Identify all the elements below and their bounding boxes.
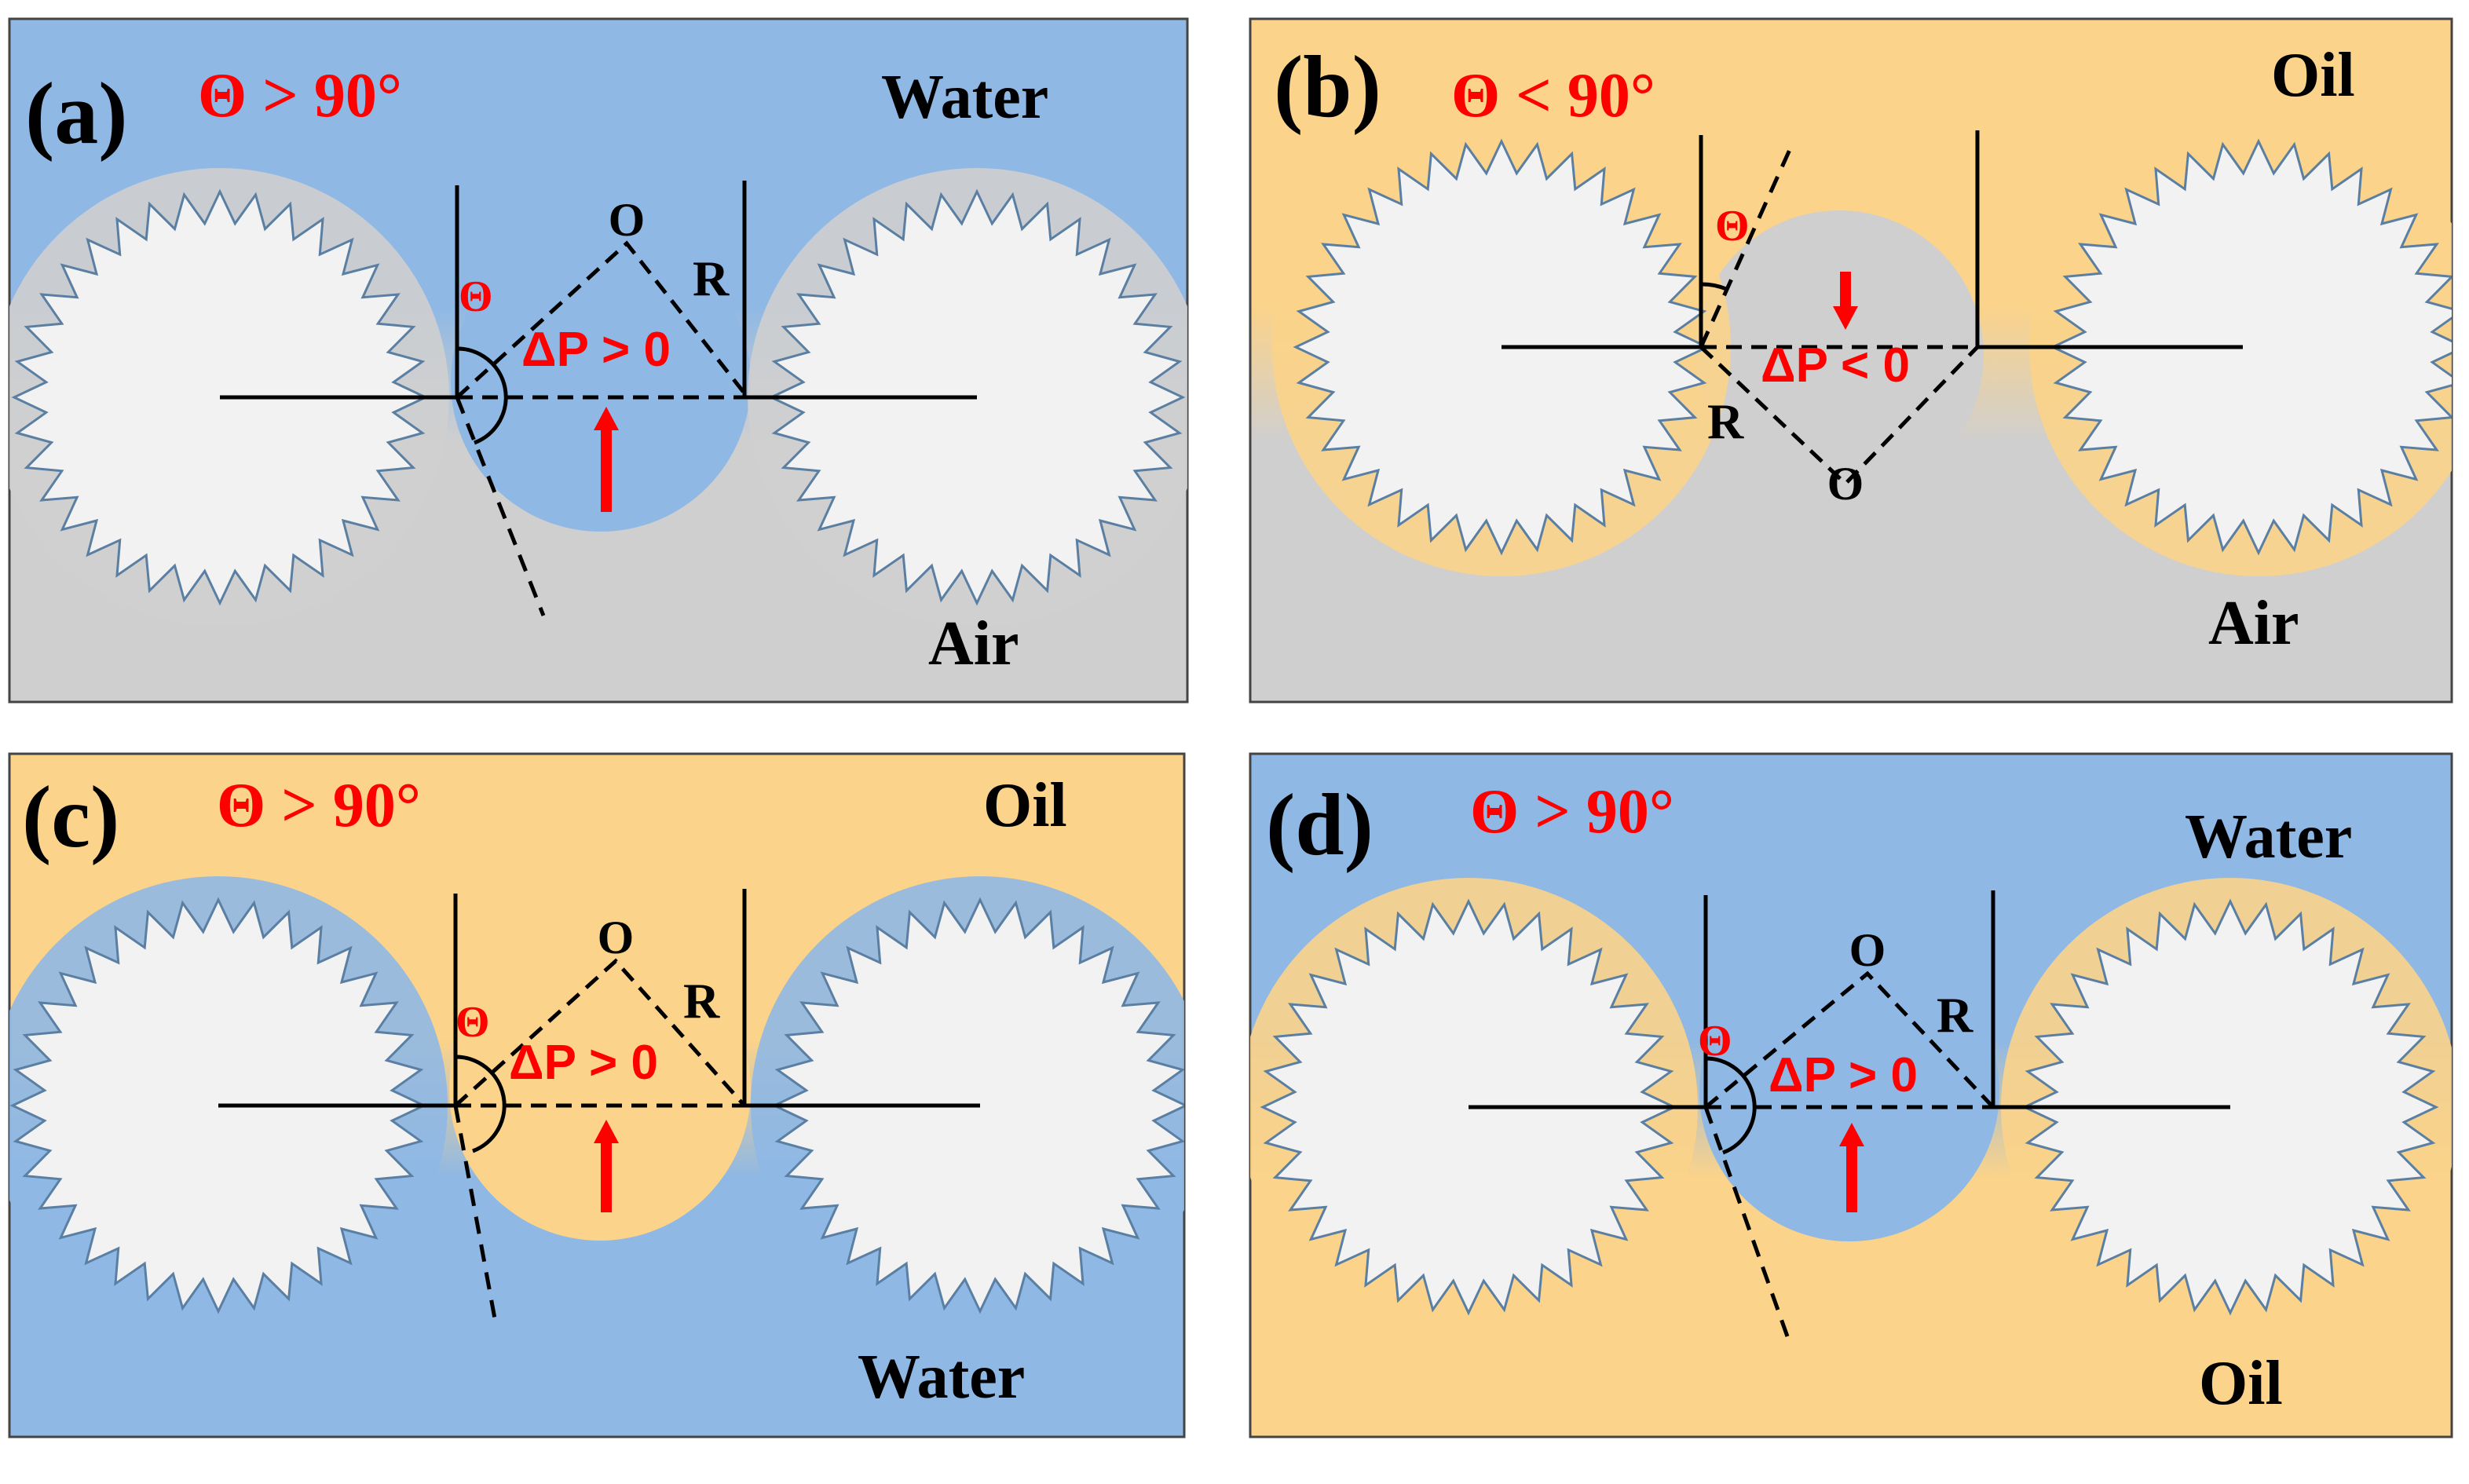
- top-medium-label: Water: [881, 63, 1048, 132]
- bottom-medium-label: Oil: [2199, 1349, 2283, 1418]
- right-particle: [2050, 138, 2452, 556]
- meniscus-droplet: [1699, 941, 1999, 1241]
- circle-center-label: O: [1827, 458, 1864, 510]
- pressure-difference-label: ΔP > 0: [509, 1036, 658, 1090]
- pressure-arrow-head: [594, 407, 619, 430]
- panel-d-scene: [1250, 878, 2452, 1337]
- contact-angle-condition: Θ > 90°: [198, 61, 402, 130]
- radius-label: R: [693, 250, 730, 306]
- circle-center-label: O: [1849, 924, 1886, 976]
- circle-center-label: O: [598, 912, 635, 963]
- pressure-difference-label: ΔP > 0: [1769, 1048, 1918, 1102]
- tangent-line: [1699, 143, 1794, 349]
- theta-label: Θ: [455, 998, 490, 1047]
- contact-angle-condition: Θ > 90°: [1470, 777, 1674, 846]
- radius-triangle: [454, 958, 746, 1107]
- contact-angle-arc: [453, 1055, 507, 1153]
- top-medium-label: Water: [2185, 802, 2352, 872]
- radius-label: R: [1937, 987, 1973, 1043]
- radius-label: R: [683, 973, 720, 1029]
- contact-angle-arc: [455, 346, 508, 445]
- tangent-line: [453, 1105, 499, 1328]
- pressure-arrow-head: [594, 1120, 619, 1143]
- panel-b-scene: [1272, 118, 2452, 576]
- radius-label: R: [1707, 393, 1744, 449]
- radius-triangle: [455, 240, 749, 399]
- radius-triangle: [1704, 970, 1995, 1109]
- theta-label: Θ: [459, 272, 493, 321]
- pressure-difference-label: ΔP > 0: [521, 323, 671, 377]
- meniscus-droplet: [1695, 210, 1984, 499]
- bottom-medium-label: Air: [2208, 589, 2299, 658]
- panel-a-scene: [9, 168, 1187, 627]
- theta-label: Θ: [1715, 202, 1750, 250]
- panel-label: (d): [1266, 777, 1373, 874]
- panel-label: (a): [25, 65, 128, 163]
- panel-c-scene: [9, 876, 1184, 1335]
- pressure-arrow-head: [1833, 306, 1858, 330]
- panel-label: (c): [22, 769, 119, 866]
- contact-angle-condition: Θ > 90°: [217, 771, 421, 840]
- contact-angle-arc: [1703, 1056, 1757, 1155]
- panel-label: (b): [1274, 38, 1381, 136]
- pressure-difference-label: ΔP < 0: [1761, 338, 1910, 393]
- top-medium-label: Oil: [983, 771, 1067, 840]
- tangent-line: [1703, 1106, 1790, 1337]
- contact-angle-arc: [1700, 282, 1727, 291]
- bottom-medium-label: Water: [858, 1343, 1025, 1412]
- pressure-arrow-head: [1839, 1123, 1864, 1146]
- contact-angle-condition: Θ < 90°: [1451, 61, 1655, 130]
- bottom-medium-label: Air: [928, 609, 1019, 678]
- tangent-line: [455, 397, 546, 616]
- top-medium-label: Oil: [2271, 41, 2355, 110]
- circle-center-label: O: [609, 194, 646, 246]
- theta-label: Θ: [1698, 1017, 1732, 1065]
- meniscus-droplet: [449, 939, 751, 1241]
